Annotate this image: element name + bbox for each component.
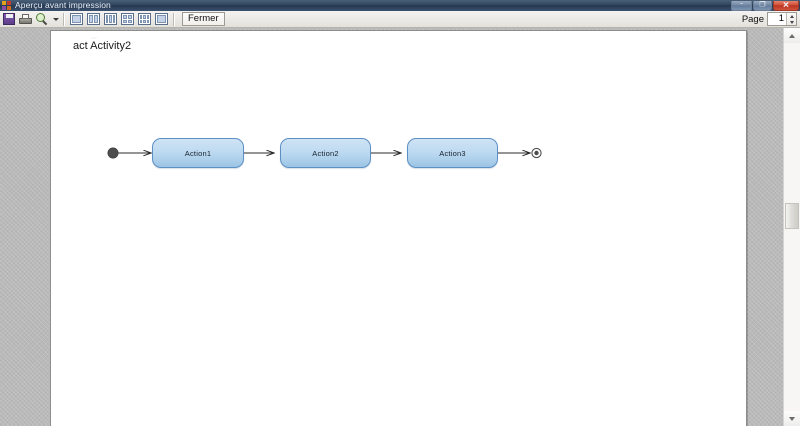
view-fit-page-button[interactable] (154, 12, 169, 27)
fit-page-icon (155, 13, 168, 25)
page-selector: Page 1 (742, 12, 797, 27)
view-two-pages-button[interactable] (86, 12, 101, 27)
action-node-3-label: Action3 (439, 148, 466, 158)
minimize-button[interactable]: − (731, 0, 752, 11)
action-node-1-label: Action1 (184, 148, 212, 158)
page-number-value[interactable]: 1 (778, 13, 784, 24)
page-number-stepper[interactable]: 1 (767, 12, 797, 26)
toolbar: Fermer Page 1 (0, 11, 800, 28)
toolbar-separator-1 (63, 12, 65, 26)
vertical-scrollbar[interactable] (783, 28, 800, 426)
title-bar: Aperçu avant impression − ❐ ✕ (0, 0, 800, 11)
activity-diagram-edges (107, 147, 542, 159)
scroll-up-icon (789, 33, 795, 38)
preview-canvas[interactable]: act Activity2 (0, 28, 783, 426)
triangle-up-icon (789, 14, 794, 18)
activity-frame: act Activity2 (61, 37, 751, 426)
maximize-icon: ❐ (759, 1, 766, 9)
minimize-icon: − (739, 1, 744, 8)
triangle-down-icon (789, 20, 794, 24)
toolbar-layout-group (68, 11, 170, 27)
app-logo-icon (2, 1, 11, 10)
view-one-page-button[interactable] (69, 12, 84, 27)
zoom-icon (36, 12, 49, 26)
action-node-2-label: Action2 (312, 148, 339, 158)
one-page-icon (70, 13, 83, 25)
print-button[interactable] (18, 12, 33, 27)
four-pages-icon (121, 13, 134, 25)
close-button[interactable]: ✕ (773, 0, 799, 11)
six-pages-icon (138, 13, 151, 25)
action-node-1[interactable]: Action1 (152, 138, 244, 168)
scroll-down-button[interactable] (784, 411, 800, 426)
zoom-button[interactable] (35, 12, 50, 27)
toolbar-file-group (0, 11, 60, 27)
chevron-down-icon (52, 17, 59, 21)
activity-frame-outline (91, 37, 97, 39)
scroll-down-icon (789, 416, 795, 421)
close-preview-button[interactable]: Fermer (182, 12, 225, 26)
toolbar-separator-2 (173, 12, 175, 26)
page-stepper-up-button[interactable] (787, 13, 796, 19)
page-label: Page (741, 13, 764, 25)
save-button[interactable] (1, 12, 16, 27)
page-stepper-down-button[interactable] (787, 19, 796, 25)
window-title: Aperçu avant impression (15, 0, 111, 10)
page-stepper-arrows (786, 13, 796, 25)
action-node-3[interactable]: Action3 (407, 138, 498, 168)
initial-node (107, 147, 119, 159)
print-icon (19, 13, 32, 25)
scroll-up-button[interactable] (784, 28, 800, 43)
action-node-2[interactable]: Action2 (280, 138, 371, 168)
close-icon: ✕ (782, 0, 790, 10)
save-icon (2, 13, 15, 25)
zoom-dropdown-button[interactable] (51, 12, 60, 27)
activity-diagram: Action1 Action2 Action3 (51, 31, 741, 426)
activity-frame-label: act Activity2 (73, 40, 132, 52)
maximize-button[interactable]: ❐ (753, 0, 772, 11)
view-six-pages-button[interactable] (137, 12, 152, 27)
page-sheet: act Activity2 (50, 30, 747, 426)
view-three-pages-button[interactable] (103, 12, 118, 27)
view-four-pages-button[interactable] (120, 12, 135, 27)
final-node-center (534, 150, 539, 156)
two-pages-icon (87, 13, 100, 25)
scrollbar-thumb[interactable] (785, 203, 799, 229)
three-pages-icon (104, 13, 117, 25)
window-controls: − ❐ ✕ (730, 0, 799, 11)
